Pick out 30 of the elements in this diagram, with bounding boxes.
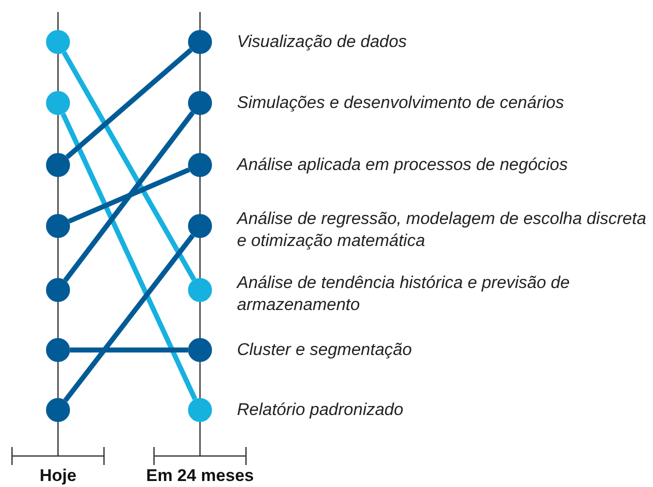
connector-line [60,112,198,400]
category-label: Simulações e desenvolvimento de cenários [237,92,565,114]
dot-marker [188,398,212,422]
dot-marker [188,153,212,177]
connector-line [62,51,196,281]
category-label: Relatório padronizado [237,399,404,421]
dot-marker [188,30,212,54]
dot-marker [188,338,212,362]
dot-marker [188,278,212,302]
connector-line [63,111,195,282]
category-label: Visualização de dados [237,31,408,53]
connector-line [70,348,188,352]
column-label: Em 24 meses [146,466,254,486]
dot-marker [46,91,70,115]
dot-marker [46,278,70,302]
category-label: Análise aplicada em processos de negócios [237,154,569,176]
dot-marker [46,153,70,177]
dot-marker [188,214,212,238]
dot-marker [46,338,70,362]
dot-marker [46,398,70,422]
category-label: Análise de tendência histórica e previsão de armazenamento [237,272,571,316]
column-label: Hoje [40,466,76,486]
category-label: Cluster e segmentação [237,339,413,361]
dot-marker [46,214,70,238]
dot-marker [188,91,212,115]
connector-line [68,167,190,224]
dot-marker [46,30,70,54]
category-label: Análise de regressão, modelagem de escolha discreta e otimização matemática [237,208,648,252]
connector-line [65,48,193,160]
connector-line [63,234,195,402]
